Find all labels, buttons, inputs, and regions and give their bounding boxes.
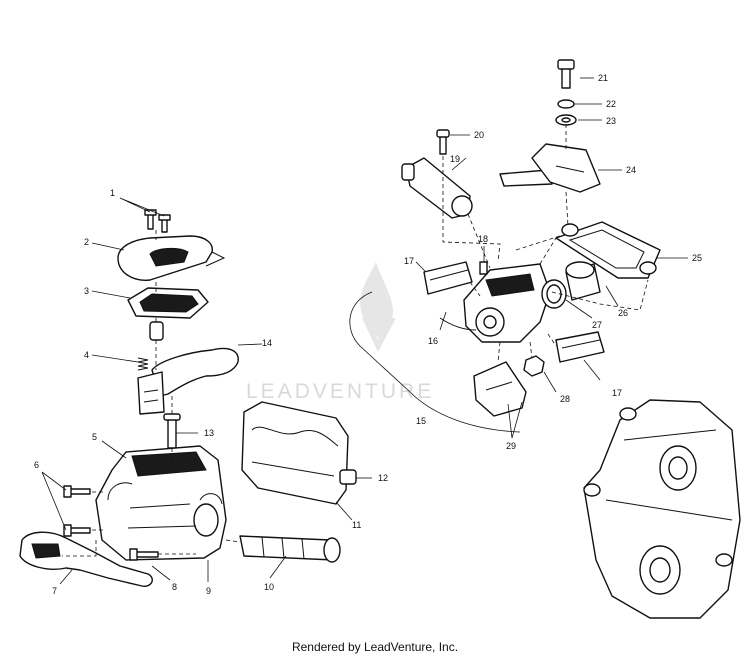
callout-4: 4: [84, 350, 89, 360]
part-6-screws: [63, 485, 91, 537]
part-4-spring: [137, 357, 149, 371]
callout-23: 23: [606, 116, 616, 126]
part-19-fitting: [401, 157, 473, 219]
caliper-housing: [583, 399, 741, 619]
callout-28: 28: [560, 394, 570, 404]
callout-11: 11: [352, 520, 361, 530]
part-10-grip: [239, 535, 341, 563]
part-8-screw: [129, 548, 159, 561]
part-29-pads: [473, 361, 527, 417]
callout-labels: 1 2 3 4 5 6 7 8 9 10 11 12 13 14 15 16 1…: [34, 73, 702, 596]
part-17-pad-right: [555, 331, 605, 363]
part-27-seal: [541, 279, 567, 309]
callout-29: 29: [506, 441, 516, 451]
callout-21: 21: [598, 73, 608, 83]
part-24-bracket: [499, 143, 601, 193]
callout-3: 3: [84, 286, 89, 296]
callout-13: 13: [204, 428, 214, 438]
plunger: [149, 321, 164, 341]
callout-25: 25: [692, 253, 702, 263]
callout-10: 10: [264, 582, 274, 592]
part-14-lever: [137, 347, 239, 415]
part-1-screws: [144, 209, 171, 233]
callout-27: 27: [592, 320, 602, 330]
callout-17b: 17: [612, 388, 622, 398]
callout-26: 26: [618, 308, 628, 318]
part-20-bolt: [436, 129, 450, 155]
part-28-nut: [523, 355, 545, 377]
part-26-piston: [565, 261, 601, 301]
callout-14: 14: [262, 338, 272, 348]
callout-12: 12: [378, 473, 388, 483]
callout-7: 7: [52, 586, 57, 596]
part-21-bolt: [557, 59, 575, 89]
part-11-cover-plate: [241, 401, 349, 505]
part-22-washer: [557, 99, 575, 109]
part-2-cover: [117, 235, 226, 281]
callout-6: 6: [34, 460, 39, 470]
callout-17a: 17: [404, 256, 414, 266]
part-18-pin: [479, 261, 488, 275]
part-23-washer: [555, 114, 577, 126]
assembly-dashed-lines: [62, 124, 649, 557]
callout-5: 5: [92, 432, 97, 442]
part-25-reservoir-cover: [555, 221, 661, 279]
part-12-tab: [339, 469, 357, 485]
callout-22: 22: [606, 99, 616, 109]
part-5-housing: [95, 445, 227, 561]
callout-8: 8: [172, 582, 177, 592]
watermark-text: LEADVENTURE: [246, 380, 434, 403]
callout-15: 15: [416, 416, 426, 426]
part-3-diaphragm: [127, 287, 209, 319]
part-13-pin: [163, 413, 181, 449]
callout-18: 18: [478, 234, 488, 244]
flame-logo-icon: [360, 262, 396, 352]
callout-9: 9: [206, 586, 211, 596]
callout-1: 1: [110, 188, 115, 198]
part-17-pad-left: [423, 261, 473, 295]
callout-20: 20: [474, 130, 484, 140]
bracket-15: [349, 291, 521, 433]
part-16-caliper-body: [439, 263, 551, 343]
callout-19: 19: [450, 154, 460, 164]
callout-16: 16: [428, 336, 438, 346]
watermark: LEADVENTURE: [246, 262, 434, 403]
callout-24: 24: [626, 165, 636, 175]
callout-2: 2: [84, 237, 89, 247]
leader-lines: [41, 77, 688, 585]
part-7-brake-lever: [19, 531, 153, 587]
footer-credit: Rendered by LeadVenture, Inc.: [291, 640, 459, 654]
